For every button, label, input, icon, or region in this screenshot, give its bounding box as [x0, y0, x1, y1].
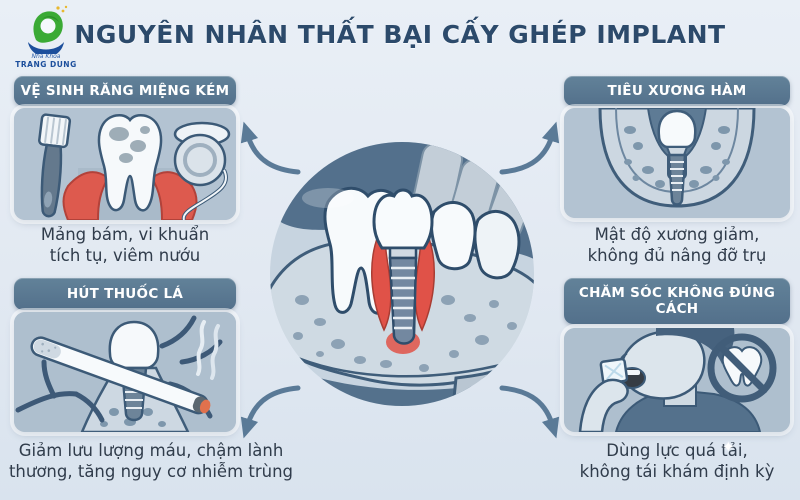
- heading-smoking: HÚT THUỐC LÁ: [14, 278, 236, 310]
- caption-hygiene-line1: Mảng bám, vi khuẩn: [40, 225, 210, 244]
- implant-bone-icon: [564, 108, 790, 218]
- smoke-icon: [196, 320, 220, 380]
- illustration-smoking: [14, 312, 236, 432]
- caption-improper-care: Dùng lực quá tải, không tái khám định kỳ: [548, 440, 800, 482]
- caption-smoking-line2: thương, tăng nguy cơ nhiễm trùng: [8, 462, 294, 481]
- toothbrush-icon: [38, 113, 72, 218]
- caption-bone-loss: Mật độ xương giảm, không đủ nâng đỡ trụ: [552, 224, 800, 266]
- cigarette-implant-icon: [14, 312, 236, 432]
- sparkle-icon: ✦: [722, 438, 735, 456]
- caption-improper-care-line1: Dùng lực quá tải,: [606, 441, 748, 460]
- clinic-name: TRANG DUNG: [15, 60, 77, 69]
- caption-hygiene-line2: tích tụ, viêm nướu: [49, 246, 201, 265]
- ice-cube-icon: [599, 357, 629, 385]
- caption-smoking: Giảm lưu lượng máu, chậm lành thương, tă…: [0, 440, 302, 482]
- no-tooth-sign-icon: [707, 333, 777, 403]
- clinic-logo: Nha Khoa TRANG DUNG: [10, 4, 82, 69]
- man-biting-ice-icon: [564, 328, 790, 432]
- caption-hygiene: Mảng bám, vi khuẩn tích tụ, viêm nướu: [14, 224, 236, 266]
- heading-hygiene: VỆ SINH RĂNG MIỆNG KÉM: [14, 76, 236, 106]
- cigarette-icon: [30, 336, 211, 415]
- caption-bone-loss-line1: Mật độ xương giảm,: [594, 225, 760, 244]
- center-jaw-implant-illustration: [270, 142, 534, 406]
- heading-improper-care: CHĂM SÓC KHÔNG ĐÚNG CÁCH: [564, 278, 790, 324]
- caption-smoking-line1: Giảm lưu lượng máu, chậm lành: [18, 441, 284, 460]
- heading-bone-loss: TIÊU XƯƠNG HÀM: [564, 76, 790, 106]
- dental-floss-icon: [173, 121, 231, 220]
- caption-bone-loss-line2: không đủ nâng đỡ trụ: [587, 246, 767, 265]
- illustration-bone-loss: [564, 108, 790, 218]
- clinic-logo-icon: [28, 5, 68, 54]
- clinic-prefix: Nha Khoa: [31, 53, 61, 60]
- page-title: NGUYÊN NHÂN THẤT BẠI CẤY GHÉP IMPLANT: [74, 20, 726, 49]
- caption-improper-care-line2: không tái khám định kỳ: [579, 462, 775, 481]
- illustration-hygiene: [14, 108, 236, 220]
- illustration-improper-care: [564, 328, 790, 432]
- toothbrush-tooth-floss-icon: [14, 108, 236, 220]
